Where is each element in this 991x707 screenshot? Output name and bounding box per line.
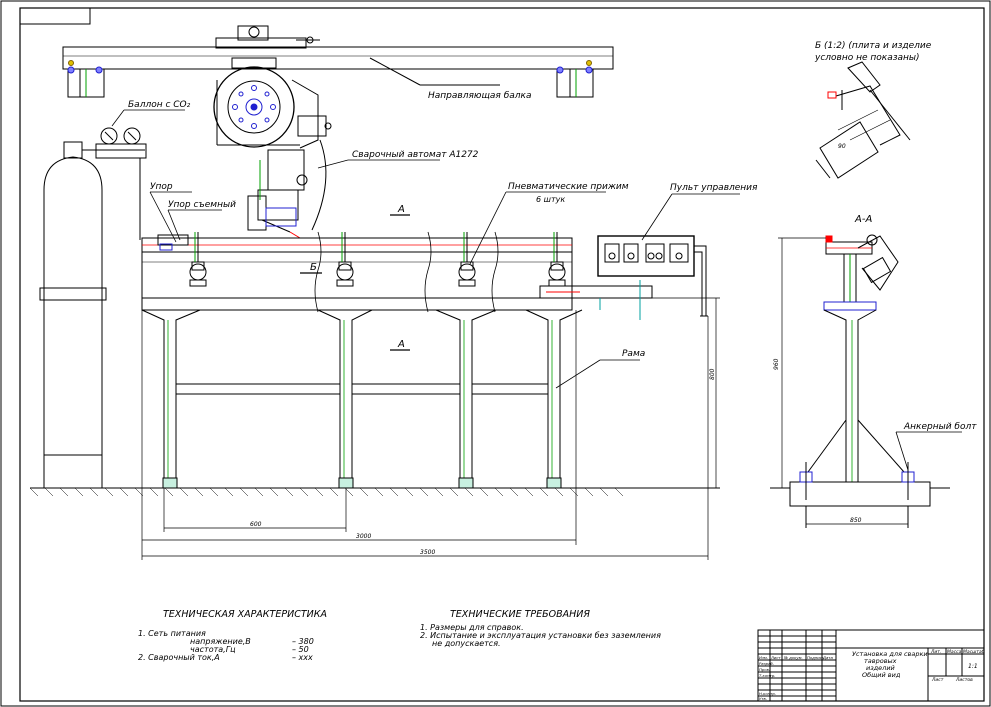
- title-mass: Масса: [947, 649, 962, 655]
- callout-anchor-bolt: Анкерный болт: [903, 422, 977, 432]
- dim-90: 90: [838, 143, 846, 150]
- title-doc: № докум.: [783, 655, 803, 660]
- section-aa: [770, 234, 950, 528]
- section-marks: [300, 214, 410, 351]
- welding-carriage: [213, 25, 332, 239]
- title-sign: Подпись: [807, 655, 824, 660]
- callout-frame: Рама: [622, 349, 645, 359]
- title-scale: Масштаб: [963, 649, 985, 655]
- title-izm: Изм.: [759, 655, 768, 660]
- technical-characteristics: ТЕХНИЧЕСКАЯ ХАРАКТЕРИСТИКА 1. Сеть питан…: [138, 609, 327, 662]
- guide-beam: [62, 46, 614, 98]
- frame-corner-box: [19, 7, 91, 25]
- ground-line: [29, 487, 720, 497]
- dim-800: 800: [709, 368, 716, 380]
- tech-char-line1b-value: – 50: [292, 645, 309, 654]
- title-tkontr: Т.контр.: [759, 673, 775, 678]
- callout-pneumatic-clamps: Пневматические прижим: [508, 182, 629, 192]
- technical-requirements: ТЕХНИЧЕСКИЕ ТРЕБОВАНИЯ 1. Размеры для сп…: [420, 609, 661, 648]
- title-sheet: Лист: [931, 677, 944, 683]
- title-prov: Пров.: [759, 667, 770, 672]
- callout-welding-unit: Сварочный автомат А1272: [352, 150, 479, 160]
- title-date: Дата: [822, 655, 834, 660]
- title-scale-value: 1:1: [968, 663, 978, 670]
- view-b-detail: [815, 61, 911, 179]
- tech-char-line1b: частота,Гц: [190, 645, 236, 654]
- dim-3000: 3000: [356, 533, 371, 540]
- title-name-line3: изделий: [866, 664, 895, 672]
- section-aa-title: А-А: [854, 214, 872, 225]
- callout-clamps-count: 6 штук: [536, 195, 565, 204]
- section-mark-a-top: А: [397, 204, 405, 215]
- view-b-title: Б (1:2) (плита и изделие: [815, 41, 932, 51]
- callout-co2-cylinder: Баллон с CO₂: [128, 100, 191, 110]
- tech-char-line2-value: – ххх: [292, 653, 313, 662]
- tech-req-line2: 2. Испытание и эксплуатация установки бе…: [420, 631, 661, 640]
- welding-table: [141, 231, 653, 320]
- callout-stop: Упор: [150, 182, 173, 192]
- title-block: [757, 629, 985, 702]
- dim-600: 600: [250, 521, 262, 528]
- view-mark-b: Б: [310, 262, 317, 273]
- title-nkontr: Н.контр.: [759, 691, 776, 696]
- control-panel: [597, 235, 708, 317]
- callout-guide-beam: Направляющая балка: [428, 91, 531, 101]
- dim-850: 850: [850, 517, 862, 524]
- tech-char-line1a: напряжение,В: [190, 637, 251, 646]
- section-mark-a-bottom: А: [397, 339, 405, 350]
- title-lit: Лит.: [930, 649, 941, 655]
- tech-req-line1: 1. Размеры для справок.: [420, 623, 524, 632]
- callout-control-panel: Пульт управления: [670, 183, 758, 193]
- view-b-note: условно не показаны): [814, 53, 920, 63]
- tech-req-title: ТЕХНИЧЕСКИЕ ТРЕБОВАНИЯ: [450, 609, 590, 620]
- callout-removable-stop: Упор съемный: [168, 200, 236, 210]
- title-razrab: Разраб.: [759, 661, 774, 666]
- title-name-line2: тавровых: [864, 657, 897, 665]
- dimension-lines: [141, 297, 720, 560]
- tech-char-line1a-value: – 380: [292, 637, 314, 646]
- title-name-line4: Общий вид: [862, 671, 901, 679]
- tech-char-line2: 2. Сварочный ток,А: [138, 653, 220, 662]
- title-block-text: Установка для сварки тавровых изделий Об…: [759, 649, 985, 701]
- tech-char-line1: 1. Сеть питания: [138, 629, 206, 638]
- title-list: Лист: [770, 655, 781, 660]
- dim-960: 960: [773, 358, 780, 370]
- inner-frame: [19, 7, 985, 702]
- title-sheets: Листов: [955, 677, 973, 683]
- table-frame: [141, 309, 583, 489]
- tech-req-line2b: не допускается.: [432, 639, 501, 648]
- co2-cylinder: [39, 127, 147, 489]
- tech-char-title: ТЕХНИЧЕСКАЯ ХАРАКТЕРИСТИКА: [163, 609, 327, 620]
- dim-3500: 3500: [420, 549, 435, 556]
- title-name-line1: Установка для сварки: [852, 650, 928, 658]
- title-utv: Утв.: [759, 696, 767, 701]
